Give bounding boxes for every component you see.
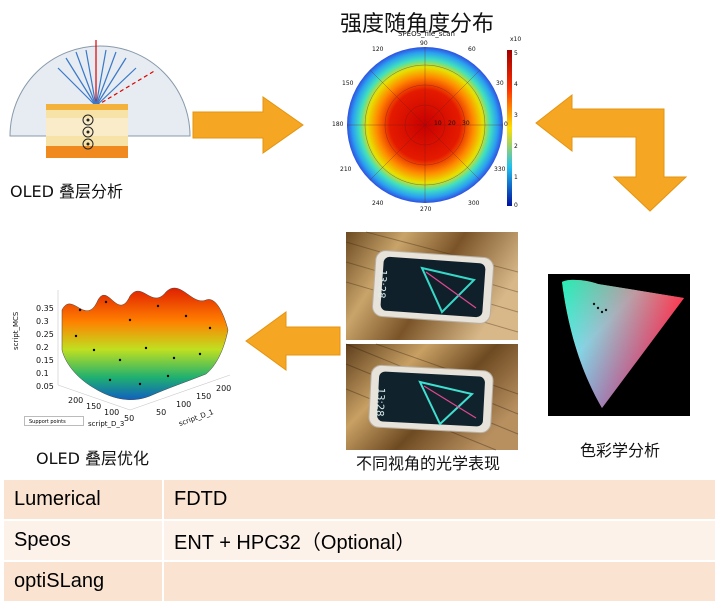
colorbar-tick: 0 [514,202,518,209]
tool-name-cell: optiSLang [4,561,164,603]
angle-tick: 90 [420,40,428,47]
polar-plot-name: SPEOS_file_scan [398,30,455,38]
angle-tick: 0 [504,121,508,128]
angle-tick: 240 [372,200,384,207]
y-tick: 50 [156,408,167,417]
colorbar-tick: 3 [514,112,518,119]
colorbar-tick: 2 [514,143,518,150]
radial-tick: 30 [462,120,470,127]
table-row: optiSLang [4,561,715,603]
z-tick: 0.35 [36,304,54,313]
tool-use-cell [163,561,715,603]
angle-optics-caption: 不同视角的光学表现 [356,454,501,473]
phone-clock-bottom: 13:28 [373,387,386,417]
y-tick: 200 [216,384,232,393]
arrow-right-icon [192,96,304,154]
intensity-angle-title: 强度随角度分布 [340,12,495,37]
colorimetry-caption: 色彩学分析 [580,441,661,460]
z-tick: 0.15 [36,356,54,365]
tool-use-cell: FDTD [163,480,715,521]
angle-tick: 210 [340,166,352,173]
arrow-left-icon [245,311,341,371]
tools-table: Lumerical FDTD Speos ENT + HPC32（Optiona… [4,480,715,603]
y-tick: 100 [176,400,192,409]
phone-photo-bottom [345,343,519,451]
x-tick: 150 [86,402,102,411]
surface-legend-label: Support points [29,419,66,425]
surface-xlabel: script_D_3 [88,420,125,428]
table-row: Speos ENT + HPC32（Optional） [4,520,715,562]
surface-legend: Support points [24,416,84,426]
tool-name-cell: Speos [4,520,164,562]
surface-optimization-plot: script_MCS 0.35 0.3 0.25 0.2 0.15 0.1 0.… [10,270,240,430]
z-tick: 0.3 [36,317,49,326]
colorbar-exp: x10 [510,36,522,43]
oled-stack-analysis-caption: OLED 叠层分析 [10,182,124,201]
x-tick: 100 [104,408,120,417]
radial-tick: 20 [448,120,456,127]
tool-name-cell: Lumerical [4,480,164,521]
colorbar-tick: 4 [514,81,518,88]
colorbar-tick: 1 [514,174,518,181]
surface-zlabel: script_MCS [12,311,20,350]
angle-tick: 330 [494,166,506,173]
oled-stack-optimization-caption: OLED 叠层优化 [36,449,150,468]
tool-use-cell: ENT + HPC32（Optional） [163,520,715,562]
arrow-bent-icon [535,93,688,212]
angle-tick: 270 [420,206,432,213]
z-tick: 0.05 [36,382,54,391]
table-row: Lumerical FDTD [4,480,715,521]
angle-tick: 30 [496,80,504,87]
angle-tick: 150 [342,80,354,87]
polar-intensity-plot: SPEOS_file_scan x10 120 90 60 150 30 180… [332,30,530,213]
radial-tick: 10 [434,120,442,127]
x-tick: 50 [124,414,135,423]
x-tick: 200 [68,396,84,405]
phone-clock-top: 13:28 [375,269,388,299]
colorbar-tick: 5 [514,50,518,57]
z-tick: 0.25 [36,330,54,339]
angle-tick: 60 [468,46,476,53]
angle-tick: 120 [372,46,384,53]
z-tick: 0.2 [36,343,49,352]
cie-chromaticity-plot [548,274,690,416]
oled-stack-diagram [9,40,191,158]
angle-tick: 180 [332,121,344,128]
angle-tick: 300 [468,200,480,207]
z-tick: 0.1 [36,369,49,378]
phone-photo-top [345,231,519,340]
y-tick: 150 [196,392,212,401]
